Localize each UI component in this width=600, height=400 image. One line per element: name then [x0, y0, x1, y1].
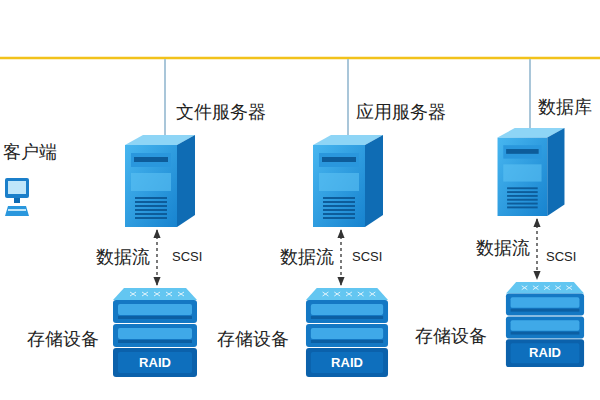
node-title: 应用服务器 [356, 102, 446, 124]
drop-line [164, 59, 166, 136]
node-title: 客户端 [3, 142, 57, 164]
drop-line [347, 59, 349, 136]
drop-line [529, 59, 531, 129]
client-node: 客户端 [0, 140, 57, 220]
node-title: 存储设备 [27, 329, 99, 351]
device-label: RAID [139, 355, 171, 371]
storage-node: 存储设备 RAID [215, 288, 389, 378]
data-flow-connector [536, 219, 537, 279]
edge-label: 数据流 [280, 247, 334, 269]
node-title: 存储设备 [415, 326, 487, 348]
interface-label: SCSI [172, 249, 202, 265]
node-title: 存储设备 [217, 329, 289, 351]
edge-label: 数据流 [476, 238, 530, 260]
storage-node: 存储设备 RAID [25, 288, 198, 378]
server-icon [125, 135, 195, 227]
server-node: 数据库 [490, 95, 592, 216]
client-icon [4, 178, 30, 220]
interface-label: SCSI [352, 249, 382, 265]
server-icon [497, 128, 565, 216]
node-title: 文件服务器 [176, 102, 266, 124]
data-flow-connector [340, 230, 341, 285]
server-icon [313, 135, 383, 227]
device-label: RAID [331, 355, 363, 371]
storage-node: 存储设备 RAID [413, 282, 585, 368]
network-bus [0, 57, 600, 60]
server-node: 文件服务器 [120, 100, 266, 227]
device-label: RAID [529, 345, 561, 361]
server-node: 应用服务器 [308, 100, 446, 227]
node-title: 数据库 [538, 97, 592, 119]
data-flow-connector [156, 230, 157, 285]
interface-label: SCSI [546, 249, 576, 265]
edge-label: 数据流 [96, 247, 150, 269]
